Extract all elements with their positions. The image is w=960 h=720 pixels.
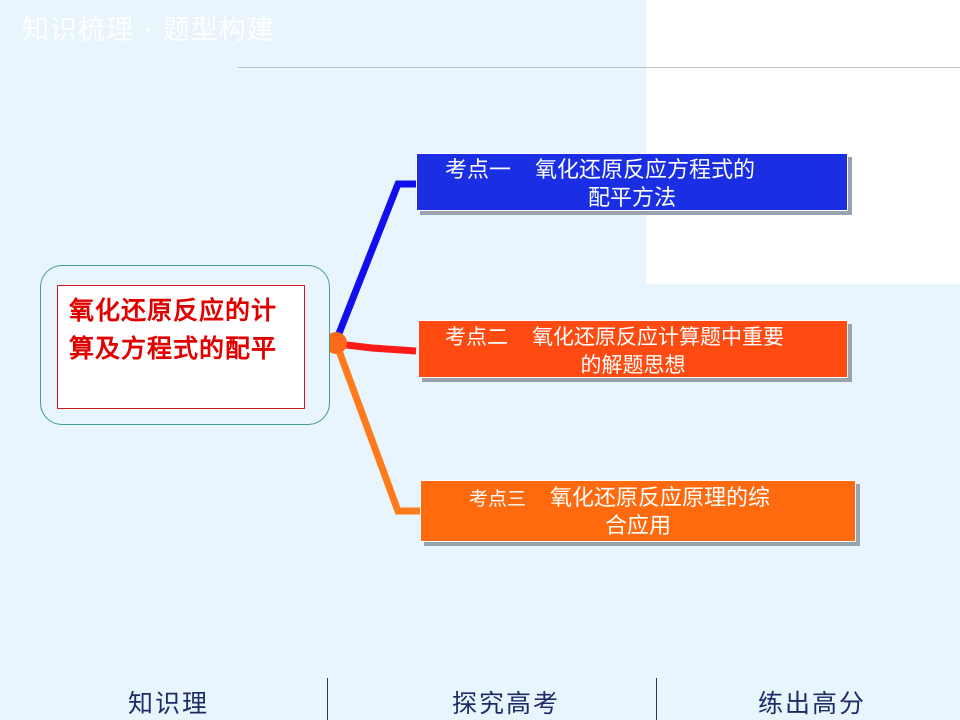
topic-node-1[interactable]: 考点一氧化还原反应方程式的 配平方法 [416, 153, 848, 211]
footer-link-exam[interactable]: 探究高考 [452, 689, 561, 718]
topic-2-title-line1: 氧化还原反应计算题中重要 [532, 325, 784, 349]
topic-2-title-line2: 的解题思想 [580, 353, 686, 377]
footer-divider-2 [656, 678, 657, 720]
root-node-text: 氧化还原反应的计算及方程式的配平 [69, 296, 278, 363]
topic-1-label: 考点一 [445, 158, 512, 183]
footer-divider-1 [327, 678, 328, 720]
topic-3-title-line1: 氧化还原反应原理的综 [550, 486, 771, 511]
footer-link-practice[interactable]: 练出高分 [758, 689, 867, 718]
top-right-white-panel [646, 0, 960, 284]
connector-hub [325, 332, 347, 354]
topic-node-2[interactable]: 考点二氧化还原反应计算题中重要 的解题思想 [418, 320, 848, 378]
root-node-inner: 氧化还原反应的计算及方程式的配平 [57, 285, 305, 409]
topic-1-title-line2: 配平方法 [587, 186, 676, 211]
header-divider [238, 67, 960, 68]
topic-3-title-line2: 合应用 [604, 514, 671, 539]
topic-1-title-line1: 氧化还原反应方程式的 [535, 158, 756, 183]
connector-topic-2 [337, 340, 417, 355]
footer-link-knowledge[interactable]: 知识理 [128, 689, 210, 718]
topic-2-label: 考点二 [445, 325, 508, 349]
header-title: 知识梳理 · 题型构建 [22, 15, 275, 46]
topic-3-label: 考点三 [469, 488, 527, 510]
footer-nav: 知识理 探究高考 练出高分 [0, 676, 960, 720]
connector-topic-1 [334, 180, 416, 338]
root-node: 氧化还原反应的计算及方程式的配平 [40, 265, 330, 425]
connector-topic-3 [334, 346, 420, 515]
topic-node-3[interactable]: 考点三 氧化还原反应原理的综 合应用 [420, 480, 856, 542]
